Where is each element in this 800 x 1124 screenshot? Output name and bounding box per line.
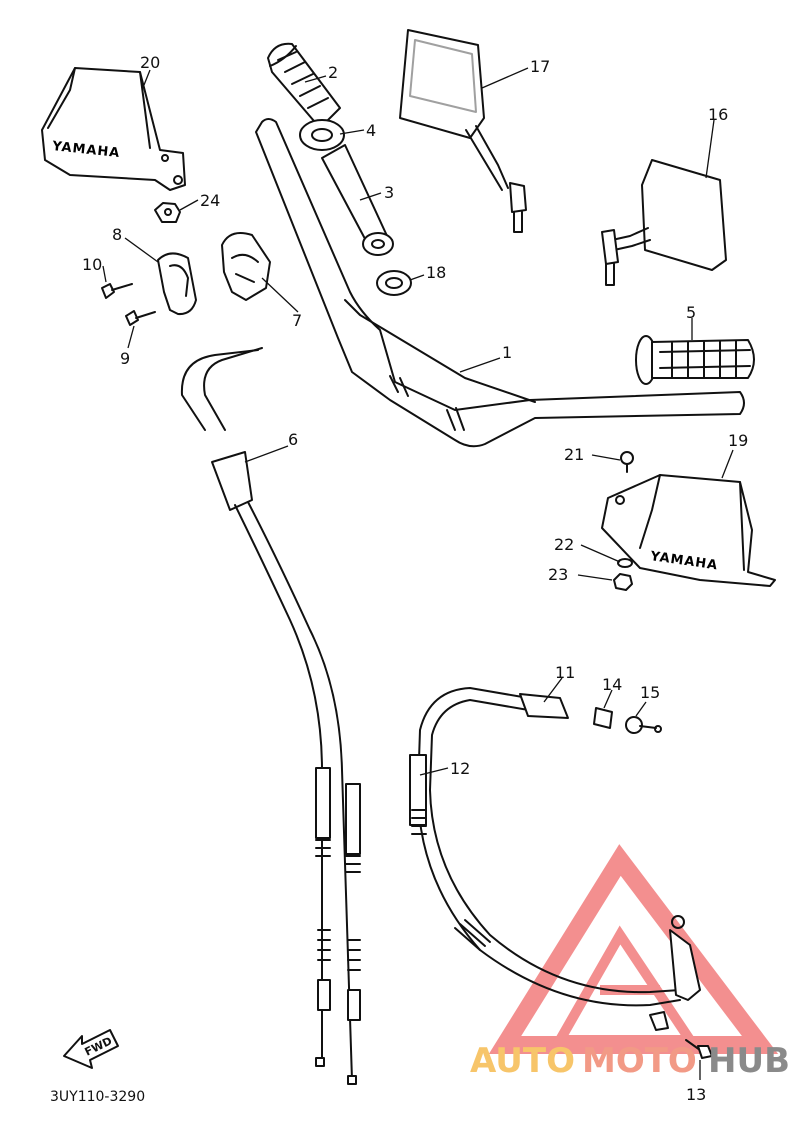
throttle-tube	[321, 144, 394, 256]
callout-17: 17	[530, 57, 550, 76]
callout-22: 22	[554, 535, 574, 554]
ring-18	[376, 270, 412, 296]
forward-arrow-icon: FWD	[63, 1029, 119, 1069]
callout-12: 12	[450, 759, 470, 778]
callout-20: 20	[140, 53, 160, 72]
callout-labels: 1 2 3 4 5 6 7 8 9 10 11 12 13 14 15 16 1…	[82, 53, 748, 1104]
bolt-21	[620, 451, 634, 473]
leader-lines	[102, 67, 734, 1080]
watermark-hub: HUB	[708, 1041, 790, 1081]
left-handguard: YAMAHA	[41, 67, 186, 191]
callout-23: 23	[548, 565, 568, 584]
nut-24	[154, 202, 181, 223]
callout-9: 9	[120, 349, 130, 368]
callout-4: 4	[366, 121, 376, 140]
callout-16: 16	[708, 105, 728, 124]
screw-10	[101, 283, 133, 299]
master-cylinder-holder	[157, 252, 197, 316]
right-handguard: YAMAHA	[601, 474, 776, 587]
callout-24: 24	[200, 191, 220, 210]
callout-6: 6	[288, 430, 298, 449]
throttle-cables	[180, 347, 361, 1085]
callout-18: 18	[426, 263, 446, 282]
callout-14: 14	[602, 675, 622, 694]
callout-5: 5	[686, 303, 696, 322]
watermark-logo	[488, 844, 779, 1054]
left-grip	[635, 335, 755, 385]
callout-1: 1	[502, 343, 512, 362]
bolt-13	[685, 1039, 713, 1059]
screw-9	[125, 310, 156, 326]
left-mirror	[399, 29, 527, 233]
callout-15: 15	[640, 683, 660, 702]
handlebar	[255, 118, 745, 448]
watermark-text: AUTO MOTO HUB	[470, 1041, 790, 1081]
callout-3: 3	[384, 183, 394, 202]
collar-4	[299, 119, 345, 151]
callout-10: 10	[82, 255, 102, 274]
callout-8: 8	[112, 225, 122, 244]
watermark-moto: MOTO	[582, 1041, 697, 1081]
callout-7: 7	[292, 311, 302, 330]
washer-22	[617, 558, 633, 568]
callout-13: 13	[686, 1085, 706, 1104]
callout-19: 19	[728, 431, 748, 450]
handguard-brand-left: YAMAHA	[51, 139, 121, 161]
nut-23	[613, 573, 633, 591]
clutch-cable	[409, 687, 701, 1031]
watermark-auto: AUTO	[470, 1041, 575, 1081]
throttle-holder	[221, 232, 271, 301]
callout-11: 11	[555, 663, 575, 682]
right-mirror	[601, 159, 727, 286]
callout-2: 2	[328, 63, 338, 82]
right-grip	[267, 42, 341, 129]
callout-21: 21	[564, 445, 584, 464]
diagram-code: 3UY110-3290	[50, 1089, 145, 1105]
